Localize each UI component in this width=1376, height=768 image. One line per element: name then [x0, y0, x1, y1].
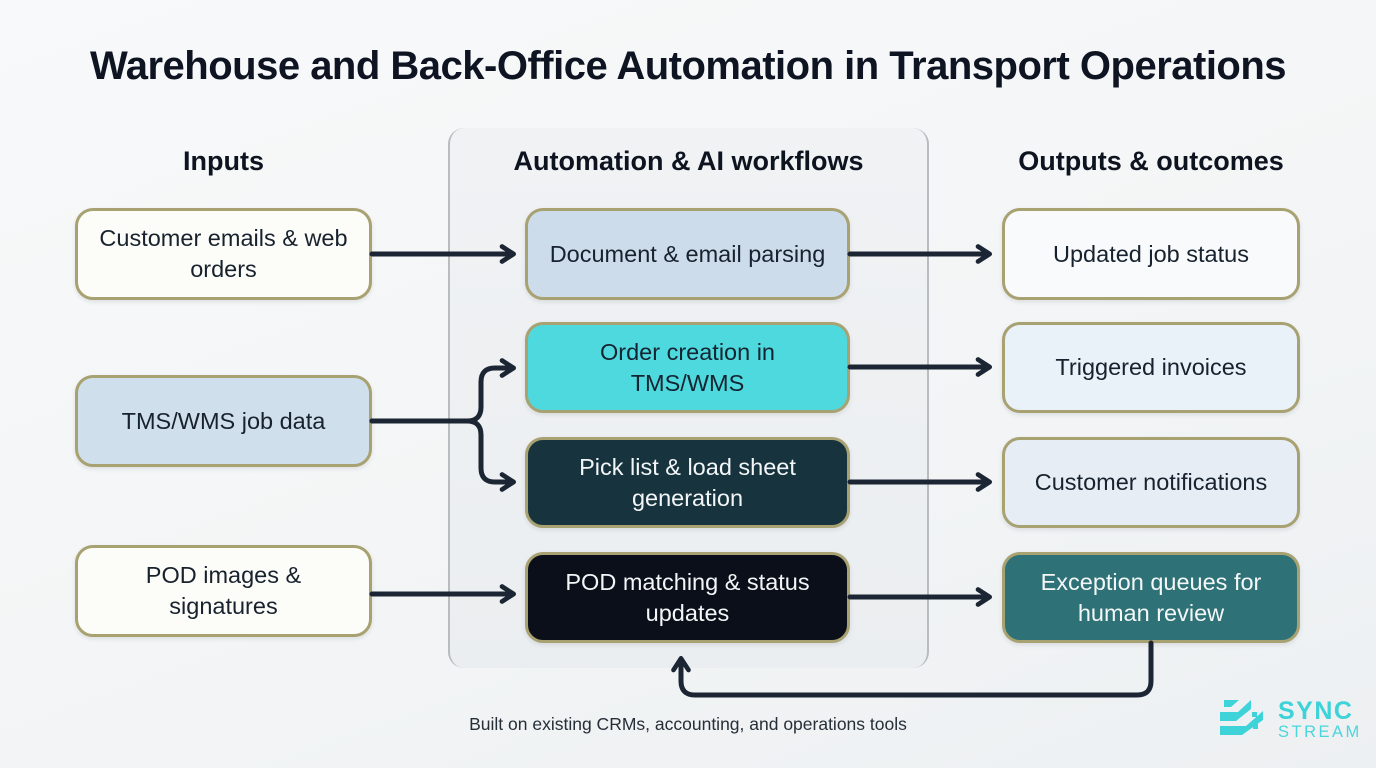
output-box-triggered-invoices: Triggered invoices	[1002, 322, 1300, 413]
input-box-tms-wms-job-data: TMS/WMS job data	[75, 375, 372, 467]
logo-word-sync: SYNC	[1278, 697, 1354, 726]
output-box-customer-notifications: Customer notifications	[1002, 437, 1300, 528]
workflow-box-order-creation: Order creation in TMS/WMS	[525, 322, 850, 413]
column-header-workflows: Automation & AI workflows	[513, 146, 864, 176]
output-box-exception-queues: Exception queues for human review	[1002, 552, 1300, 643]
workflow-box-pod-matching: POD matching & status updates	[525, 552, 850, 643]
syncstream-logo-text: SYNC STREAM	[1278, 698, 1362, 742]
column-header-inputs: Inputs	[183, 146, 264, 176]
footer-note: Built on existing CRMs, accounting, and …	[469, 714, 907, 734]
page-title: Warehouse and Back-Office Automation in …	[89, 44, 1287, 88]
input-box-customer-emails: Customer emails & web orders	[75, 208, 372, 300]
output-box-updated-job-status: Updated job status	[1002, 208, 1300, 300]
column-header-outputs: Outputs & outcomes	[1018, 146, 1284, 176]
workflow-box-pick-list-generation: Pick list & load sheet generation	[525, 437, 850, 528]
workflow-box-document-email-parsing: Document & email parsing	[525, 208, 850, 300]
syncstream-logo-icon	[1220, 700, 1263, 735]
syncstream-logo: SYNC STREAM	[1212, 694, 1362, 746]
input-box-pod-images: POD images & signatures	[75, 545, 372, 637]
logo-word-stream: STREAM	[1278, 723, 1362, 742]
